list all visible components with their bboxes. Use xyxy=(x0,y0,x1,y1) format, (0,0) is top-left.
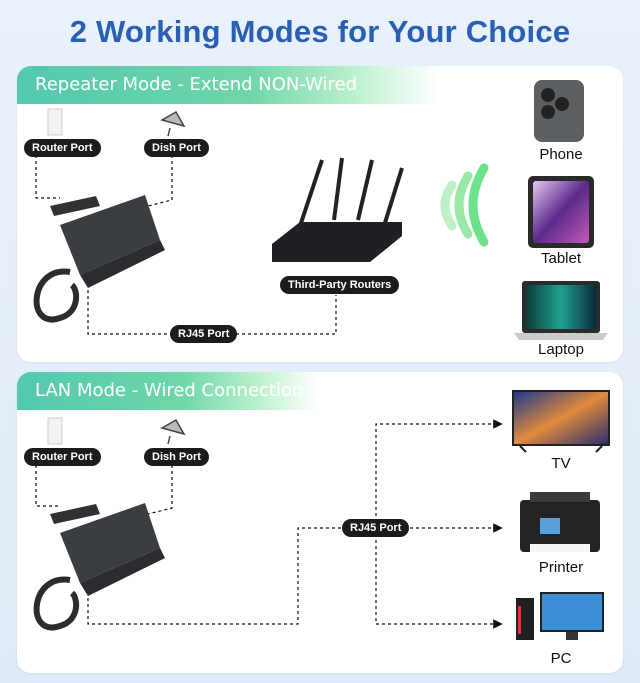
page-title: 2 Working Modes for Your Choice xyxy=(69,14,571,49)
printer-label: Printer xyxy=(538,559,584,576)
repeater-mode-banner: Repeater Mode - Extend NON-Wired Coverag… xyxy=(17,66,437,133)
printer-icon xyxy=(520,492,600,552)
dish-icon-2 xyxy=(160,418,186,445)
phone-icon xyxy=(534,80,584,142)
rj45-port-label-lan: RJ45 Port xyxy=(342,519,410,537)
dish-port-label-lan: Dish Port xyxy=(144,448,209,466)
third-party-router-icon xyxy=(272,157,404,262)
adapter-device-icon-2 xyxy=(33,503,165,631)
router-port-icon-2 xyxy=(47,417,63,445)
tv-label: TV xyxy=(551,455,571,472)
rj45-port-label: RJ45 Port xyxy=(170,325,238,343)
dish-port-label: Dish Port xyxy=(144,139,209,157)
dish-icon xyxy=(160,110,186,137)
tablet-icon xyxy=(528,176,594,248)
pc-label: PC xyxy=(550,650,572,667)
tablet-label: Tablet xyxy=(540,250,582,267)
laptop-icon xyxy=(514,281,608,340)
phone-label: Phone xyxy=(539,146,583,163)
router-port-label-lan: Router Port xyxy=(24,448,101,466)
tv-icon xyxy=(512,390,610,453)
laptop-label: Laptop xyxy=(538,341,584,358)
router-port-label: Router Port xyxy=(24,139,101,157)
router-port-icon xyxy=(47,108,63,136)
third-party-routers-label: Third-Party Routers xyxy=(280,276,400,294)
adapter-device-icon xyxy=(33,195,165,323)
wifi-signal-icon xyxy=(440,163,489,247)
lan-mode-banner: LAN Mode - Wired Connection xyxy=(17,372,317,410)
pc-icon xyxy=(516,592,604,640)
